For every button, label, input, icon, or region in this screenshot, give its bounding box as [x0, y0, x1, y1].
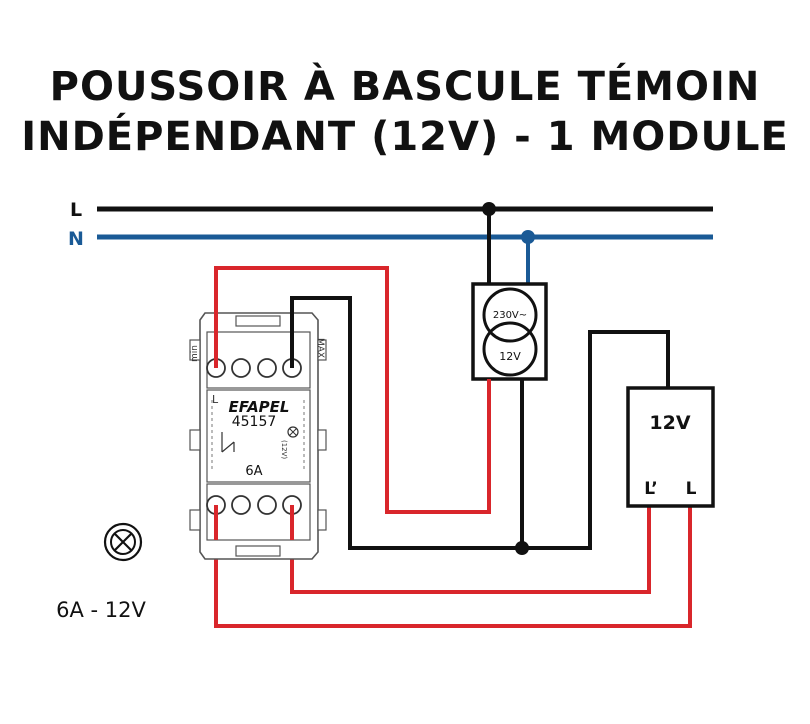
load-terminal-l-prime: L’: [644, 479, 657, 499]
module-lamp-voltage-marking: (12V): [280, 440, 288, 459]
black-control-wire: [290, 296, 670, 550]
lamp-symbol-icon: [287, 426, 299, 438]
lamp-rating-label: 6A - 12V: [56, 598, 146, 622]
module-max-marking: MAX: [315, 338, 325, 358]
phase-line-label: L: [70, 199, 82, 221]
diagram-title-line-2: INDÉPENDANT (12V) - 1 MODULE: [21, 114, 789, 160]
transformer-primary-label: 230V~: [493, 310, 527, 321]
module-reference: 45157: [232, 414, 277, 430]
pushbutton-symbol-icon: [221, 432, 235, 453]
terminal-screw: [231, 495, 251, 515]
low-voltage-junction-dot: [515, 541, 529, 555]
module-l-terminal-marking: L: [212, 393, 219, 406]
transformer-secondary-coil: [482, 321, 538, 377]
lamp-icon: [103, 522, 143, 562]
phase-junction-dot: [482, 202, 496, 216]
transformer-secondary-label: 12V: [499, 350, 521, 363]
switch-module: [189, 312, 327, 560]
load-box: [626, 386, 715, 508]
module-min-marking: min: [190, 345, 200, 362]
neutral-line-label: N: [68, 228, 84, 250]
neutral-junction-dot: [521, 230, 535, 244]
terminal-screw: [257, 358, 277, 378]
module-rating: 6A: [245, 464, 262, 479]
terminal-screw: [231, 358, 251, 378]
load-terminal-l: L: [686, 479, 697, 499]
transformer-box: [471, 282, 548, 381]
module-brand: EFAPEL: [229, 398, 290, 416]
diagram-title-line-1: POUSSOIR À BASCULE TÉMOIN: [49, 64, 761, 110]
transformer-primary-coil: [482, 287, 538, 343]
load-voltage-label: 12V: [649, 412, 690, 434]
red-load-wire-l: [214, 500, 692, 628]
terminal-screw: [257, 495, 277, 515]
